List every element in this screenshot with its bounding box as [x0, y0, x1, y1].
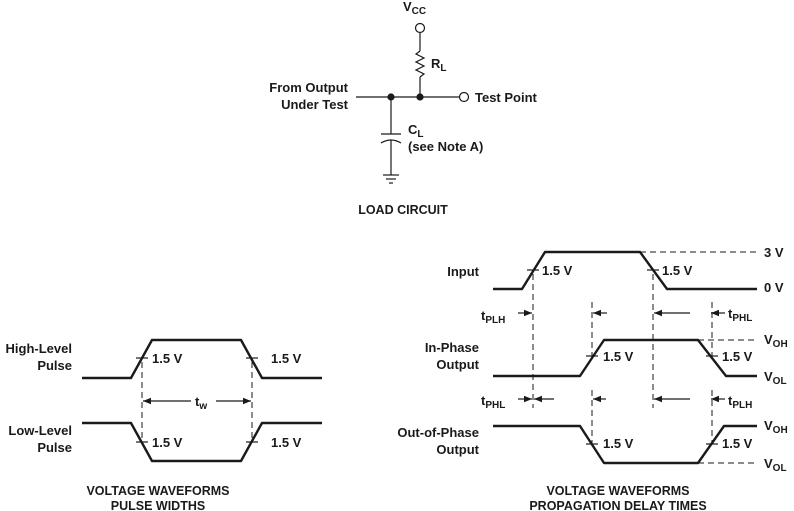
tphl-label-left: tPHL	[481, 393, 505, 411]
pulse-widths-caption-line2: PULSE WIDTHS	[111, 499, 205, 511]
input-rise-level: 1.5 V	[542, 263, 573, 278]
high-pulse-rise-level: 1.5 V	[152, 351, 183, 366]
in-phase-label-line2: Output	[436, 357, 479, 372]
propagation-delay-waveforms: Input 3 V 0 V 1.5 V 1.5 V tPLH tPHL In-P…	[397, 245, 787, 511]
propagation-caption-line2: PROPAGATION DELAY TIMES	[529, 499, 706, 511]
vol-label-1: VOL	[764, 369, 787, 387]
pulse-widths-caption-line1: VOLTAGE WAVEFORMS	[86, 484, 229, 498]
from-output-label-line2: Under Test	[281, 97, 349, 112]
low-level-pulse-waveform	[82, 421, 322, 463]
3v-label: 3 V	[764, 245, 784, 260]
out-phase-rise-level: 1.5 V	[722, 436, 753, 451]
high-pulse-fall-level: 1.5 V	[271, 351, 302, 366]
junction-node-right	[416, 93, 424, 101]
high-level-pulse-waveform	[82, 338, 322, 380]
high-level-label-line2: Pulse	[37, 358, 72, 373]
load-circuit-caption: LOAD CIRCUIT	[358, 203, 448, 217]
low-pulse-fall-level: 1.5 V	[152, 435, 183, 450]
out-phase-fall-level: 1.5 V	[603, 436, 634, 451]
input-fall-level: 1.5 V	[662, 263, 693, 278]
input-waveform	[493, 250, 757, 291]
vcc-terminal	[414, 22, 426, 34]
in-phase-label-line1: In-Phase	[425, 340, 479, 355]
vcc-label: VCC	[403, 0, 426, 17]
out-of-phase-output-waveform	[493, 424, 757, 465]
load-circuit: VCC RL From Output Under Test Test Point…	[269, 0, 537, 217]
out-phase-label-line2: Output	[436, 442, 479, 457]
resistor-rl	[414, 50, 426, 78]
cl-label: CL	[408, 122, 424, 140]
low-pulse-rise-level: 1.5 V	[271, 435, 302, 450]
low-level-label-line2: Pulse	[37, 440, 72, 455]
high-level-label-line1: High-Level	[6, 341, 72, 356]
tphl-label-right: tPHL	[728, 306, 752, 324]
out-phase-label-line1: Out-of-Phase	[397, 425, 479, 440]
from-output-label-line1: From Output	[269, 80, 348, 95]
low-level-label-line1: Low-Level	[8, 423, 72, 438]
test-point-terminal	[458, 91, 470, 103]
voh-label-1: VOH	[764, 332, 788, 350]
tplh-label-right: tPLH	[728, 393, 752, 411]
in-phase-rise-level: 1.5 V	[603, 349, 634, 364]
0v-label: 0 V	[764, 280, 784, 295]
rl-label: RL	[431, 56, 447, 74]
pulse-width-waveforms: High-Level Pulse 1.5 V 1.5 V tw Low-Leve…	[6, 338, 322, 511]
test-point-label: Test Point	[475, 90, 538, 105]
voh-label-2: VOH	[764, 418, 788, 436]
in-phase-fall-level: 1.5 V	[722, 349, 753, 364]
propagation-caption-line1: VOLTAGE WAVEFORMS	[546, 484, 689, 498]
vol-label-2: VOL	[764, 456, 787, 474]
cl-note: (see Note A)	[408, 139, 483, 154]
input-label: Input	[447, 264, 479, 279]
in-phase-output-waveform	[493, 338, 757, 378]
tplh-label-left: tPLH	[481, 308, 505, 326]
tw-label: tw	[195, 394, 207, 412]
